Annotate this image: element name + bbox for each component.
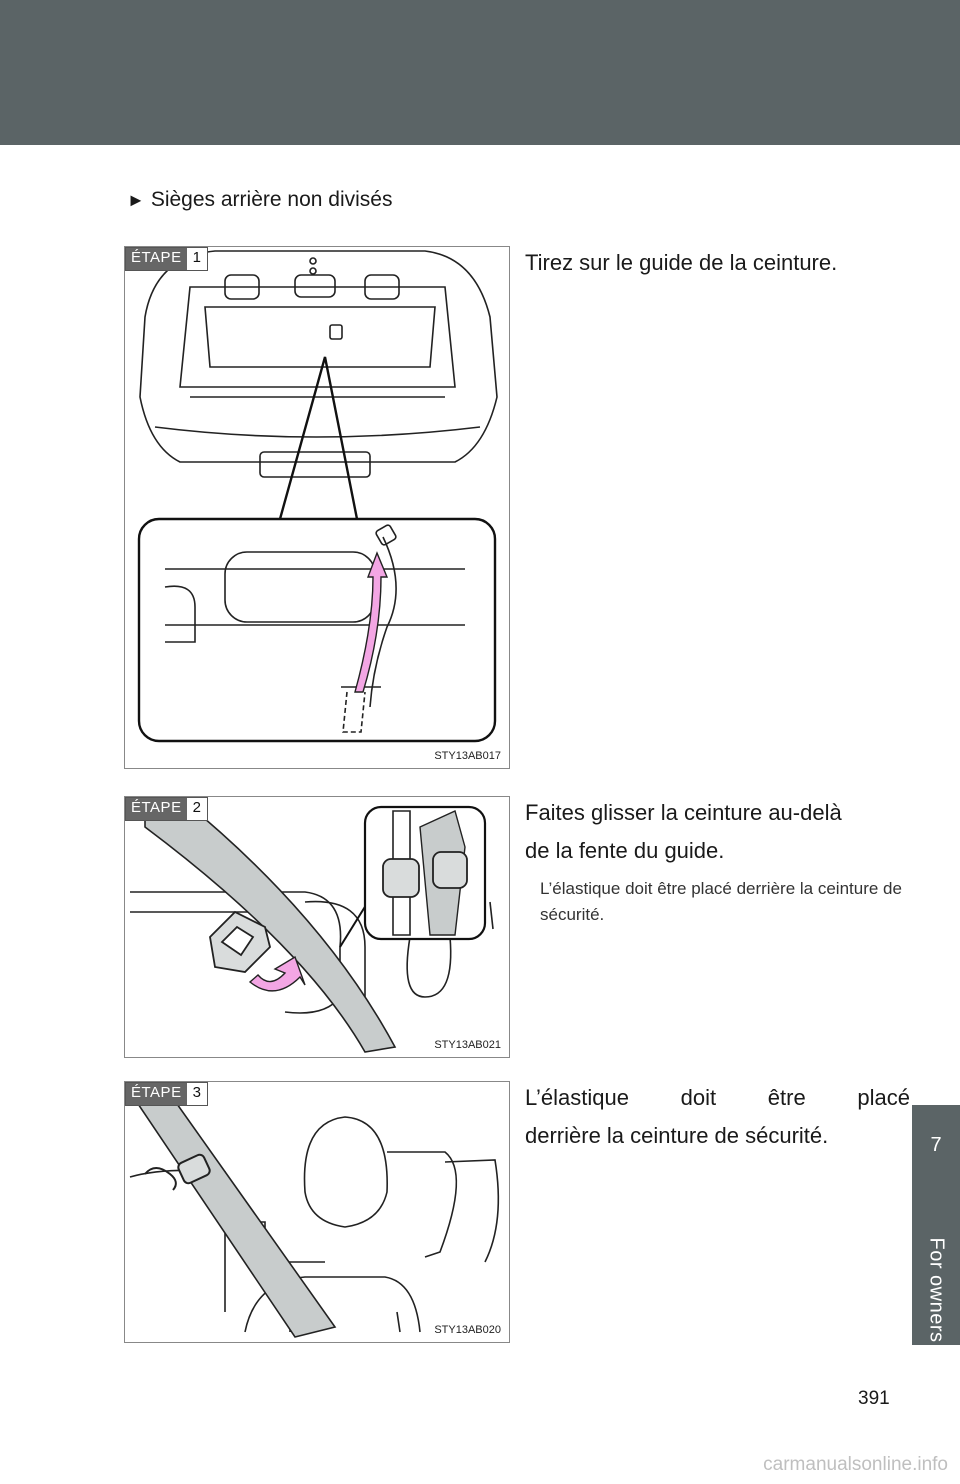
belt-guide-illustration bbox=[130, 801, 494, 1053]
header-band bbox=[0, 0, 960, 145]
car-trunk-illustration bbox=[137, 250, 498, 743]
step-1-text: Tirez sur le guide de la ceinture. bbox=[525, 250, 838, 275]
section-heading: ► Sièges arrière non divisés bbox=[127, 188, 392, 212]
elastic-belt-illustration bbox=[128, 1086, 500, 1338]
pull-arrow-icon bbox=[354, 551, 389, 693]
step-2-text: Faites glisser la ceinture au-delà de la… bbox=[525, 800, 842, 863]
seat-belt bbox=[128, 1086, 337, 1338]
chapter-label: For owners bbox=[925, 1237, 948, 1343]
chapter-tab[interactable] bbox=[912, 1105, 960, 1345]
seat-belt bbox=[144, 801, 397, 1053]
watermark: carmanualsonline.info bbox=[763, 1454, 948, 1475]
figure-code: STY13AB021 bbox=[434, 1039, 501, 1051]
step-3-text: L’élastique doit être placé derrière la … bbox=[525, 1085, 910, 1148]
page-number: 391 bbox=[858, 1388, 890, 1409]
slide-arrow-icon bbox=[248, 955, 306, 992]
figure-code: STY13AB020 bbox=[434, 1324, 501, 1336]
triangle-marker-icon: ► bbox=[127, 189, 145, 210]
section-title: Sièges arrière non divisés bbox=[150, 188, 393, 211]
figure-code: STY13AB017 bbox=[434, 750, 501, 762]
step-2-note: L’élastique doit être placé derrière la … bbox=[540, 879, 902, 924]
chapter-number: 7 bbox=[930, 1134, 942, 1156]
